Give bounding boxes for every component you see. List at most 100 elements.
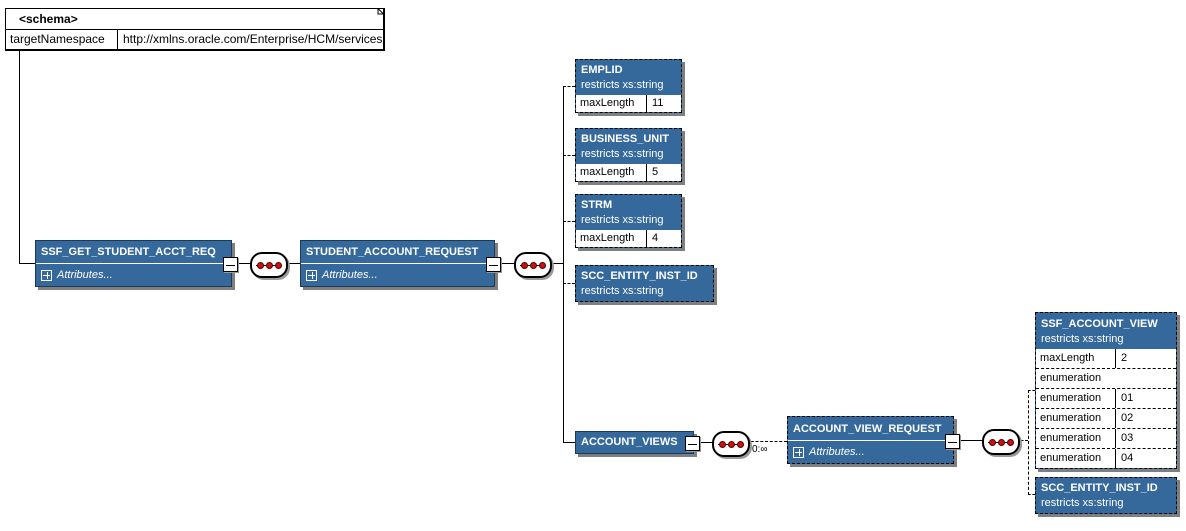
node-title: SCC_ENTITY_INST_ID	[1041, 482, 1158, 494]
facet-row: maxLength 4	[576, 230, 681, 247]
facets-table: maxLength 2 enumeration enumeration 01 e…	[1036, 349, 1176, 468]
facet-name: maxLength	[580, 232, 635, 244]
facet-row: maxLength 5	[576, 164, 681, 181]
facet-value: 5	[646, 164, 681, 181]
folded-corner-icon	[370, 8, 384, 22]
connector-line	[501, 263, 514, 264]
connector-line	[548, 263, 563, 264]
optional-branch-line	[1028, 390, 1035, 391]
facet-name: enumeration	[1040, 412, 1102, 424]
connector-line	[700, 442, 712, 443]
collapse-button[interactable]	[945, 434, 960, 449]
expand-attributes-icon[interactable]	[306, 269, 317, 281]
node-title: ACCOUNT_VIEWS	[581, 436, 678, 448]
facet-name: maxLength	[1040, 352, 1095, 364]
node-title: ACCOUNT_VIEW_REQUEST	[793, 423, 942, 435]
facet-name: enumeration	[1040, 452, 1102, 464]
attributes-row[interactable]: Attributes...	[788, 440, 953, 463]
node-account-view-request[interactable]: ACCOUNT_VIEW_REQUEST Attributes...	[787, 416, 960, 464]
attributes-row[interactable]: Attributes...	[301, 263, 494, 286]
sequence-connector-icon[interactable]	[250, 252, 288, 278]
facets-table: maxLength 5	[576, 164, 681, 181]
sequence-dot	[988, 438, 996, 446]
connector-line	[238, 263, 250, 264]
sequence-dot	[256, 261, 264, 269]
facet-row: enumeration 01	[1036, 388, 1176, 408]
sequence-dot	[520, 261, 528, 269]
node-type-label: restricts xs:string	[581, 79, 664, 91]
sequence-dot	[265, 261, 273, 269]
sequence-dot	[736, 440, 744, 448]
collapse-button[interactable]	[486, 257, 501, 272]
node-ssf-get-student-acct-req[interactable]: SSF_GET_STUDENT_ACCT_REQ Attributes...	[35, 240, 238, 287]
sequence-dot	[538, 261, 546, 269]
sequence-dot	[718, 440, 726, 448]
node-business-unit[interactable]: BUSINESS_UNIT restricts xs:string maxLen…	[575, 128, 682, 182]
node-scc-entity-inst-id-2[interactable]: SCC_ENTITY_INST_ID restricts xs:string	[1035, 477, 1177, 514]
optional-branch-line	[563, 86, 575, 87]
sequence-connector-icon[interactable]	[982, 429, 1020, 455]
expand-attributes-icon[interactable]	[41, 269, 52, 281]
facet-row: enumeration 02	[1036, 408, 1176, 428]
facet-row: maxLength 11	[576, 95, 681, 112]
node-title: STRM	[581, 199, 613, 211]
node-emplid[interactable]: EMPLID restricts xs:string maxLength 11	[575, 59, 682, 113]
collapse-button[interactable]	[685, 436, 700, 451]
tree-trunk-line-dashed	[1028, 390, 1029, 495]
facet-name: enumeration	[1040, 372, 1102, 384]
facets-table: maxLength 4	[576, 230, 681, 247]
optional-branch-line	[563, 155, 575, 156]
sequence-connector-icon[interactable]	[514, 252, 552, 278]
facet-value: 4	[646, 230, 681, 247]
node-title: SSF_ACCOUNT_VIEW	[1041, 318, 1158, 330]
sequence-dot	[1006, 438, 1014, 446]
facet-value: 01	[1115, 389, 1176, 408]
sequence-dot	[529, 261, 537, 269]
node-title: SSF_GET_STUDENT_ACCT_REQ	[41, 246, 216, 258]
tree-trunk-line	[563, 86, 564, 443]
attributes-label: Attributes...	[322, 269, 378, 281]
facet-name: maxLength	[580, 166, 635, 178]
node-type-label: restricts xs:string	[1041, 497, 1124, 509]
node-type-label: restricts xs:string	[1041, 333, 1124, 345]
schema-attribute-row: targetNamespace http://xmlns.oracle.com/…	[6, 29, 383, 49]
connector-line	[960, 440, 982, 441]
facet-name: maxLength	[580, 97, 635, 109]
expand-attributes-icon[interactable]	[793, 446, 804, 458]
node-strm[interactable]: STRM restricts xs:string maxLength 4	[575, 194, 682, 248]
optional-branch-line	[563, 221, 575, 222]
connector-line	[19, 263, 35, 264]
branch-line	[563, 442, 575, 443]
facet-name: enumeration	[1040, 392, 1102, 404]
collapse-button[interactable]	[223, 257, 238, 272]
schema-attr-value: http://xmlns.oracle.com/Enterprise/HCM/s…	[123, 32, 383, 46]
node-scc-entity-inst-id[interactable]: SCC_ENTITY_INST_ID restricts xs:string	[575, 265, 714, 302]
facet-value: 2	[1115, 349, 1176, 368]
node-account-views[interactable]: ACCOUNT_VIEWS	[575, 431, 700, 454]
facet-row: enumeration 03	[1036, 428, 1176, 448]
attributes-label: Attributes...	[57, 269, 113, 281]
optional-connector-line	[746, 441, 787, 442]
cardinality-label: 0:∞	[752, 444, 768, 455]
node-student-account-request[interactable]: STUDENT_ACCOUNT_REQUEST Attributes...	[300, 240, 501, 287]
optional-branch-line	[1028, 494, 1035, 495]
node-type-label: restricts xs:string	[581, 214, 664, 226]
facet-value: 11	[646, 95, 681, 112]
attributes-row[interactable]: Attributes...	[36, 263, 231, 286]
node-title: BUSINESS_UNIT	[581, 133, 670, 145]
sequence-connector-icon[interactable]	[712, 431, 750, 457]
facet-value: 04	[1115, 449, 1176, 468]
facet-value: 02	[1115, 409, 1176, 428]
schema-global-box[interactable]: <schema> targetNamespace http://xmlns.or…	[5, 8, 385, 51]
connector-line	[19, 48, 20, 263]
node-ssf-account-view[interactable]: SSF_ACCOUNT_VIEW restricts xs:string max…	[1035, 312, 1177, 469]
schema-attr-name: targetNamespace	[6, 30, 118, 49]
facet-row: enumeration 04	[1036, 448, 1176, 468]
node-title: STUDENT_ACCOUNT_REQUEST	[306, 246, 479, 258]
node-type-label: restricts xs:string	[581, 285, 664, 297]
sequence-dot	[727, 440, 735, 448]
node-title: SCC_ENTITY_INST_ID	[581, 270, 698, 282]
facet-row: maxLength 2	[1036, 349, 1176, 368]
sequence-dot	[274, 261, 282, 269]
